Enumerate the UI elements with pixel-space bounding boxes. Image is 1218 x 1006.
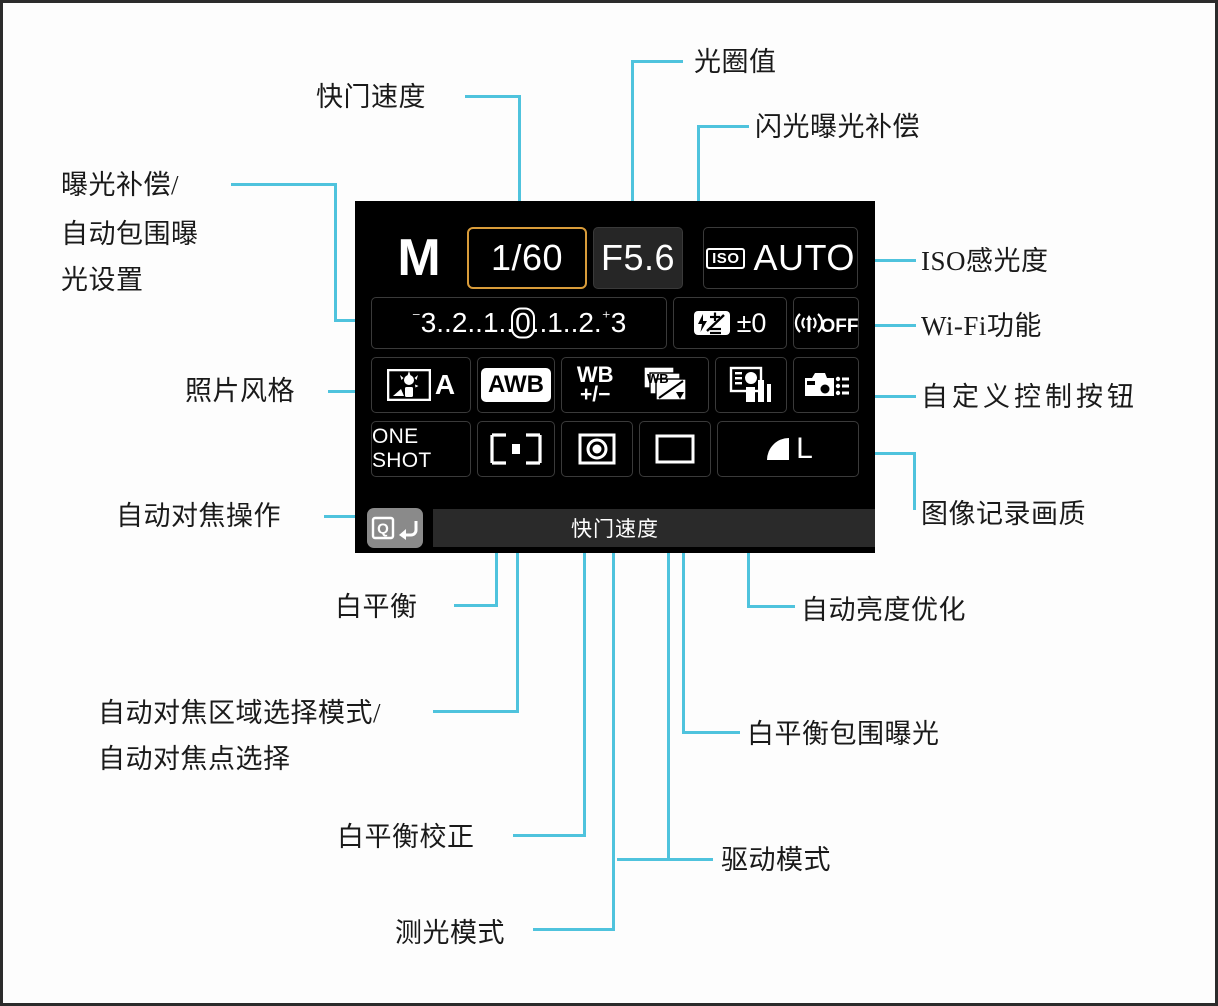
picture-style-icon: A [386,369,455,401]
bottom-bar-strip [433,509,875,547]
af-area-cell[interactable] [477,421,555,477]
annotation-white-balance: 白平衡 [335,592,418,622]
iso-value: AUTO [753,237,855,278]
custom-controls-icon [803,369,849,401]
annotation-image-quality: 图像记录画质 [921,499,1086,529]
annotation-auto-lighting-optimizer: 自动亮度优化 [801,595,966,625]
wb-bracket-icon[interactable]: WB [643,366,693,404]
flash-exposure-comp-cell[interactable]: ±0 [673,297,787,349]
shutter-speed-cell[interactable]: 1/60 [467,227,587,289]
annotation-iso: ISO感光度 [921,246,1049,276]
wifi-icon: OFF [794,308,859,338]
annotation-aperture: 光圈值 [694,47,777,77]
af-area-icon [490,433,542,465]
leader-flash-h [697,125,749,128]
iso-cell[interactable]: ISO AUTO [703,227,858,289]
white-balance-cell[interactable]: AWB [477,357,555,413]
panel-bottom-bar: 快门速度 Q [355,503,875,553]
annotation-custom-controls: 自定义控制按钮 [921,382,1138,412]
leader-alo-h [747,605,795,608]
annotation-af-area-line2: 自动对焦点选择 [98,744,291,774]
iso-badge-icon: ISO [706,247,746,269]
wb-shift-cell[interactable]: WB +/− [576,361,614,407]
camera-lcd-panel: M 1/60 F5.6 ISO AUTO ⁻3..2..1..0..1..2.⁺… [355,201,875,553]
annotation-af-operation: 自动对焦操作 [116,501,281,531]
wb-shift-bracket-group: WB +/− WB [561,357,709,413]
leader-aperture-h [631,60,683,63]
annotation-exposure-comp-line3: 光设置 [61,265,144,295]
shooting-mode-display: M [397,229,441,287]
exposure-scale: ⁻3..2..1..0..1..2.⁺3 [411,307,627,338]
awb-icon: AWB [481,368,551,402]
leader-aperture-v [631,60,634,245]
leader-metering-v [612,459,615,931]
flash-comp-value: ±0 [736,307,767,338]
auto-lighting-optimizer-icon [729,366,773,404]
annotation-wifi: Wi-Fi功能 [921,311,1042,341]
leader-wifi [858,324,916,327]
leader-afarea-v [516,458,519,713]
wifi-cell[interactable]: OFF [793,297,859,349]
annotation-wb-bracket: 白平衡包围曝光 [747,719,940,749]
annotation-picture-style: 照片风格 [185,376,295,406]
metering-mode-cell[interactable] [561,421,633,477]
leader-quality-v [913,452,916,510]
custom-controls-cell[interactable] [793,357,859,413]
leader-wbshift-h [513,834,586,837]
leader-expcomp-h-top [231,183,337,186]
svg-text:WB: WB [647,371,669,386]
leader-metering-h [533,928,615,931]
annotation-af-area-line1: 自动对焦区域选择模式/ [98,698,382,728]
aperture-cell[interactable]: F5.6 [593,227,683,289]
leader-expcomp-v [334,183,337,321]
drive-mode-cell[interactable] [639,421,711,477]
leader-drive-h [617,858,713,861]
leader-af-op-h-bottom [324,515,366,518]
leader-wbshift-v [583,395,586,837]
wb-shift-top: WB [576,361,614,387]
exposure-compensation-cell[interactable]: ⁻3..2..1..0..1..2.⁺3 [371,297,667,349]
shutter-speed-value: 1/60 [490,237,564,278]
bottom-bar-hint: 快门速度 [571,518,659,541]
leader-custom-controls [853,395,916,398]
leader-shutter-speed-h [465,95,521,98]
leader-afarea-h [433,710,519,713]
annotation-flash-exposure-comp: 闪光曝光补偿 [755,112,920,142]
af-operation-value: ONE SHOT [372,425,432,472]
annotation-drive-mode: 驱动模式 [721,845,831,875]
drive-mode-icon [655,434,695,464]
quick-control-button[interactable]: Q [367,508,423,548]
svg-text:Q: Q [377,521,389,538]
image-quality-cell[interactable]: L [717,421,859,477]
leader-drive-v [667,458,670,861]
af-operation-cell[interactable]: ONE SHOT [371,421,471,477]
leader-iso [858,259,916,262]
leader-wbbkt-h [682,731,740,734]
wb-shift-bottom: +/− [579,383,611,407]
annotation-exposure-comp-line2: 自动包围曝 [61,219,199,249]
flash-comp-icon [693,309,730,337]
metering-mode-icon [577,432,617,466]
annotation-exposure-comp-line1: 曝光补偿/ [61,170,180,200]
leader-shutter-speed-v [518,95,521,245]
picture-style-cell[interactable]: A [371,357,471,413]
annotation-metering: 测光模式 [395,918,505,948]
leader-wbbkt-v [682,399,685,734]
auto-lighting-optimizer-cell[interactable] [715,357,787,413]
aperture-value: F5.6 [600,237,676,278]
annotation-shutter-speed: 快门速度 [316,82,426,112]
image-quality-icon: L [763,432,813,466]
q-icon: Q [371,515,420,541]
annotation-wb-shift: 白平衡校正 [337,822,475,852]
leader-wb-h [454,604,498,607]
return-arrow-icon [398,521,417,540]
